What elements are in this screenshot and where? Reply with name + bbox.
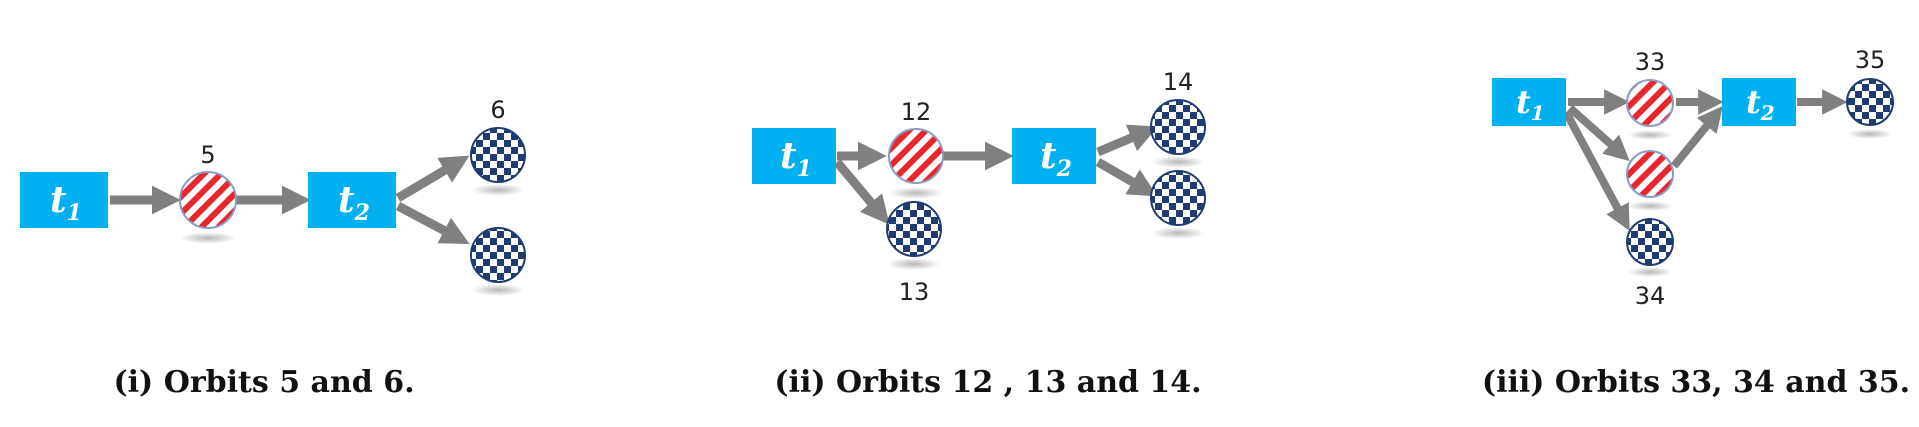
node-shadow <box>180 232 236 244</box>
task-label: t <box>1516 83 1531 121</box>
node-shadow <box>1627 201 1673 211</box>
panel-i: t1 t2 5 6 (i) Orbits 5 and 6. <box>20 96 526 400</box>
striped-node <box>179 171 237 229</box>
node-shadow <box>887 258 941 270</box>
node-shadow <box>471 284 525 296</box>
svg-text:t2: t2 <box>338 179 370 226</box>
panel-ii-arrows <box>833 124 1158 225</box>
task-box-t2: t2 <box>1012 128 1096 184</box>
arrow <box>1096 124 1158 157</box>
striped-node <box>1626 150 1674 198</box>
task-label: t <box>1746 83 1761 121</box>
node-shadow <box>1627 130 1673 140</box>
svg-text:t1: t1 <box>1516 83 1545 125</box>
panel-i-arrows <box>110 155 470 245</box>
svg-text:t2: t2 <box>1040 135 1072 182</box>
node-shadow <box>889 187 943 199</box>
task-subscript: 1 <box>1531 101 1545 125</box>
checker-node <box>886 201 942 257</box>
checker-node <box>1150 99 1206 155</box>
arrow <box>1562 110 1630 231</box>
orbit-number: 34 <box>1635 282 1666 310</box>
task-subscript: 2 <box>1760 101 1775 125</box>
orbit-number: 6 <box>490 96 505 124</box>
orbit-number: 5 <box>200 141 215 169</box>
task-subscript: 2 <box>1056 156 1072 182</box>
orbit-number: 13 <box>899 278 930 306</box>
panel-caption: (ii) Orbits 12 , 13 and 14. <box>774 365 1201 400</box>
node-shadow <box>1847 129 1893 139</box>
checker-node <box>470 227 526 283</box>
striped-node <box>1626 79 1674 127</box>
arrow <box>1567 105 1630 162</box>
striped-node <box>888 128 944 184</box>
svg-text:t1: t1 <box>780 135 812 182</box>
arrow <box>395 202 470 245</box>
panel-ii: t1 t2 12 13 14 (ii) Orbits 12 , 13 and 1… <box>752 68 1206 400</box>
panel-caption: (iii) Orbits 33, 34 and 35. <box>1482 365 1910 400</box>
orbit-number: 14 <box>1163 68 1194 96</box>
node-shadow <box>1151 156 1205 168</box>
checker-node <box>1626 218 1674 266</box>
checker-node <box>470 127 526 183</box>
panel-iii: t1 t2 33 34 35 (iii) Orbits 33, 34 and 3… <box>1482 46 1910 400</box>
svg-text:t2: t2 <box>1746 83 1775 125</box>
orbit-number: 35 <box>1855 46 1886 74</box>
task-subscript: 1 <box>797 156 812 182</box>
task-box-t2: t2 <box>308 172 396 228</box>
arrow <box>1095 158 1158 197</box>
task-box-t1: t1 <box>1492 78 1566 126</box>
node-shadow <box>1627 267 1673 277</box>
task-label: t <box>1040 135 1057 177</box>
task-label: t <box>338 179 355 221</box>
task-box-t2: t2 <box>1722 78 1796 126</box>
node-shadow <box>471 184 525 196</box>
arrow <box>833 159 890 225</box>
panel-iii-arrows <box>1562 89 1848 231</box>
task-box-t1: t1 <box>752 128 836 184</box>
orbit-number: 33 <box>1635 48 1666 76</box>
arrow <box>395 155 470 202</box>
checker-node <box>1150 170 1206 226</box>
task-box-t1: t1 <box>20 172 108 228</box>
node-shadow <box>1151 227 1205 239</box>
task-label: t <box>50 179 67 221</box>
arrow <box>1670 106 1723 169</box>
checker-node <box>1846 78 1894 126</box>
task-subscript: 2 <box>354 200 370 226</box>
task-subscript: 1 <box>67 200 82 226</box>
orbit-number: 12 <box>901 98 932 126</box>
task-label: t <box>780 135 797 177</box>
svg-text:t1: t1 <box>50 179 82 226</box>
panel-caption: (i) Orbits 5 and 6. <box>113 365 414 400</box>
